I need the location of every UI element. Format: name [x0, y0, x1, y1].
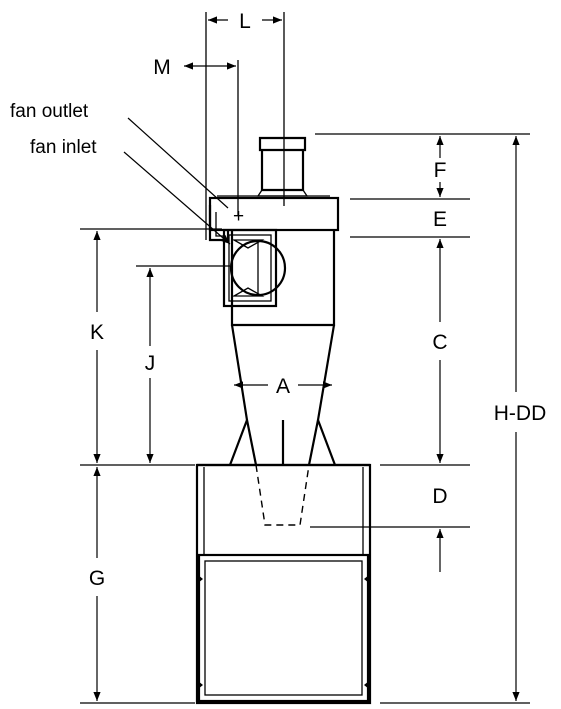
label-J: J	[145, 352, 156, 375]
dimension-arrows: +	[93, 16, 520, 701]
bin-enclosure	[195, 463, 372, 705]
label-A: A	[276, 375, 290, 398]
fan-outlet-tab	[208, 205, 230, 242]
fan-outlet-mark: +	[233, 206, 244, 227]
fan-inlet-box	[222, 228, 278, 308]
label-F: F	[434, 159, 447, 182]
label-fan-inlet: fan inlet	[30, 137, 97, 158]
fan-outlet-leader	[127, 117, 229, 209]
label-fan-outlet: fan outlet	[10, 101, 89, 122]
cone-dashed	[255, 464, 310, 526]
label-C: C	[432, 331, 447, 354]
dimension-labels: L M fan outlet fan inlet F E K C J A H-D…	[10, 10, 546, 590]
label-M: M	[153, 56, 171, 79]
label-H-DD: H-DD	[494, 402, 547, 425]
extension-lines	[80, 12, 530, 704]
label-E: E	[433, 208, 447, 231]
access-door	[197, 553, 370, 703]
exhaust-stack	[258, 136, 307, 192]
label-L: L	[239, 10, 251, 33]
label-D: D	[432, 485, 447, 508]
label-G: G	[89, 567, 105, 590]
fan-housing	[208, 196, 340, 232]
label-K: K	[90, 321, 104, 344]
support-legs	[228, 419, 337, 466]
collector-body	[195, 136, 372, 705]
fan-inlet-leader	[123, 151, 231, 245]
